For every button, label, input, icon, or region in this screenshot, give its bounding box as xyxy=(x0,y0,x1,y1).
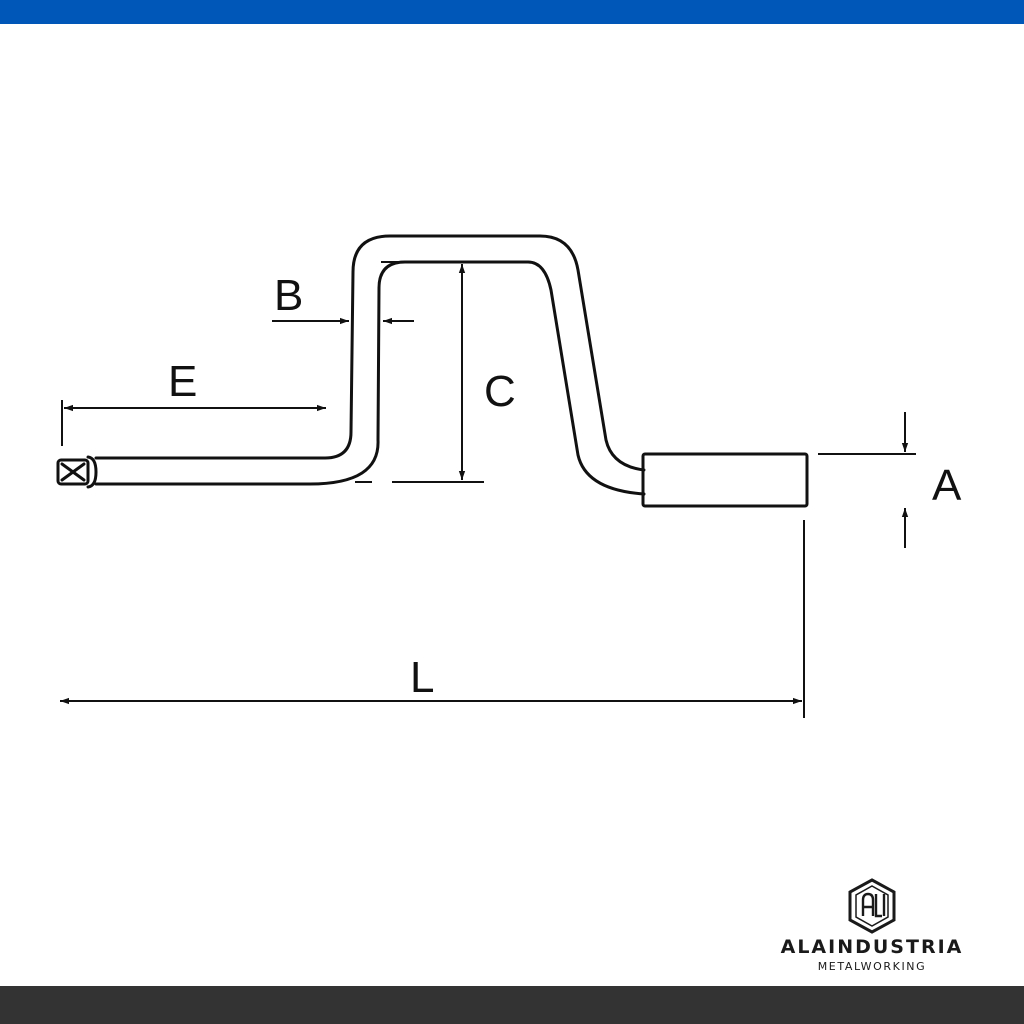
brand-name: ALAINDUSTRIA xyxy=(780,936,964,958)
square-drive xyxy=(56,458,90,486)
dim-label-e: E xyxy=(168,357,197,406)
handle-sleeve xyxy=(641,452,809,508)
hexagon-ali-monogram-icon xyxy=(848,878,896,934)
top-accent-bar xyxy=(0,0,1024,24)
drive-collar xyxy=(86,455,98,489)
bottom-footer-bar xyxy=(0,986,1024,1024)
dim-label-a: A xyxy=(932,461,962,510)
dim-label-b: B xyxy=(274,271,303,320)
brand-logo: ALAINDUSTRIA METALWORKING xyxy=(752,876,992,976)
dimension-lines xyxy=(60,261,916,718)
bar-outer-edge xyxy=(94,234,646,472)
dim-label-c: C xyxy=(484,367,516,416)
dimension-labels: B E C A L xyxy=(168,271,962,702)
dim-label-l: L xyxy=(410,653,434,702)
drive-cross-2 xyxy=(60,462,86,482)
brand-tagline: METALWORKING xyxy=(817,960,927,973)
